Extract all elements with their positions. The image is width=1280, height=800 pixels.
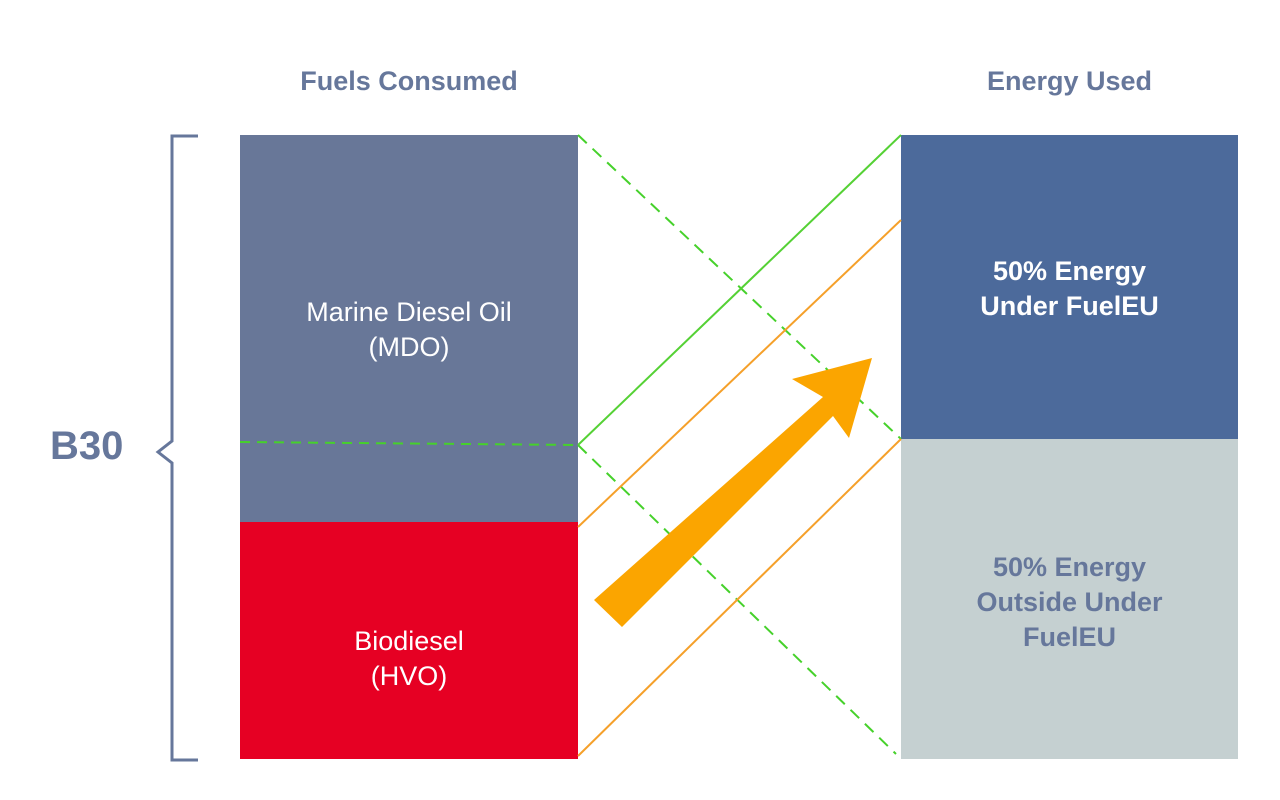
energy-under-block (901, 135, 1238, 439)
mdo-label: Marine Diesel Oil (MDO) (240, 295, 578, 365)
energy-outside-label: 50% Energy Outside Under FuelEU (901, 550, 1238, 655)
energy-under-label: 50% Energy Under FuelEU (901, 254, 1238, 324)
energy-used-heading: Energy Used (986, 66, 1153, 96)
mdo-block (240, 135, 578, 522)
energy-outside-block (901, 439, 1238, 759)
solid-green-diagonal (577, 134, 902, 446)
energy-outside-line1: 50% Energy (992, 552, 1147, 582)
energy-outside-line2: Outside Under (976, 587, 1163, 617)
energy-outside-line3: FuelEU (1022, 622, 1116, 652)
hvo-label: Biodiesel (HVO) (240, 624, 578, 694)
mdo-label-line1: Marine Diesel Oil (306, 297, 512, 327)
b30-label: B30 (50, 424, 124, 468)
mdo-split-dashed-line (239, 441, 579, 446)
mdo-label-line2: (MDO) (368, 332, 450, 362)
transfer-arrow (594, 358, 872, 627)
orange-diagonal-lower (577, 438, 902, 757)
hvo-label-line2: (HVO) (370, 661, 448, 691)
hvo-label-line1: Biodiesel (354, 626, 464, 656)
energy-under-line2: Under FuelEU (980, 291, 1159, 321)
fuels-consumed-heading: Fuels Consumed (300, 66, 518, 96)
hvo-block (240, 522, 578, 759)
orange-diagonal-upper (577, 219, 902, 528)
b30-bracket (155, 134, 198, 762)
energy-under-line1: 50% Energy (992, 256, 1147, 286)
